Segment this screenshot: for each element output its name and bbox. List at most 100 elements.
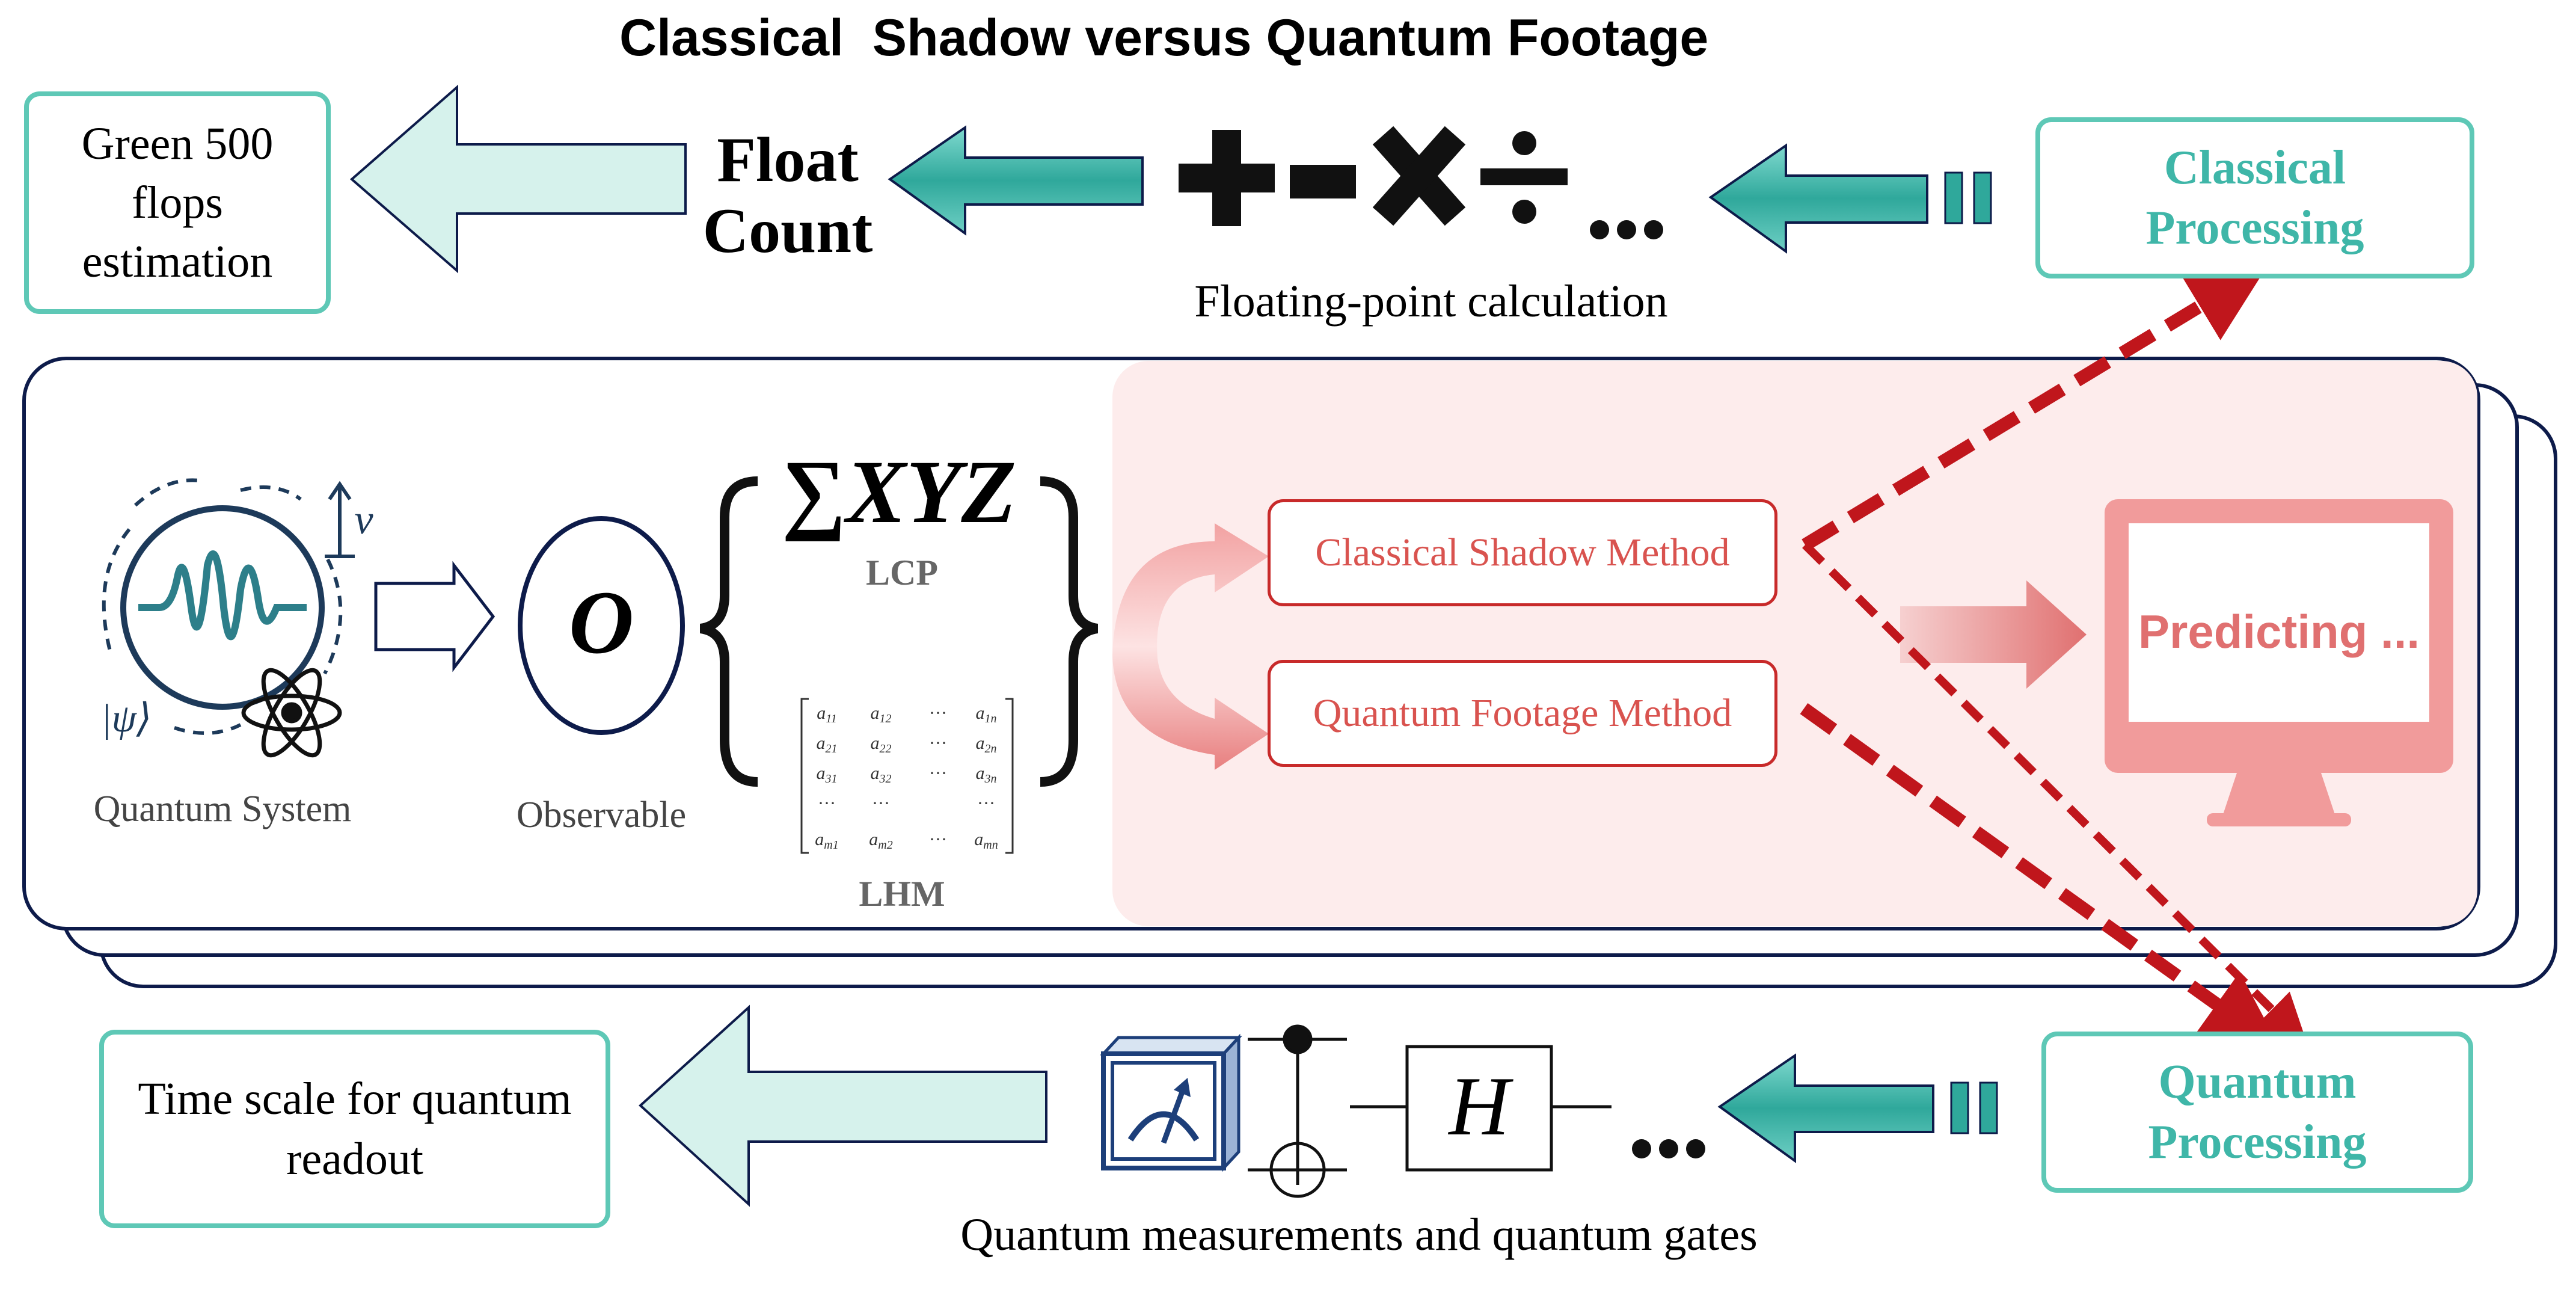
tail-bar-2 [1973, 171, 1992, 224]
matrix-cell: ··· [929, 703, 947, 723]
green500-line-2: flops [132, 177, 223, 228]
quantum-footage-method-label: Quantum Footage Method [1313, 691, 1732, 735]
time-scale-line-2: readout [286, 1134, 423, 1184]
classical-processing-box: Classical Processing [2035, 117, 2474, 278]
op-minus-label: − [1412, 120, 1415, 127]
quantum-processing-box: Quantum Processing [2041, 1032, 2473, 1193]
classical-processing-line-2: Processing [2145, 201, 2364, 254]
operator-icons [1179, 126, 1663, 239]
dashed-orbit-bottom [174, 723, 242, 735]
matrix-cell: ··· [929, 829, 947, 849]
dashed-orbit-right [323, 558, 343, 675]
green500-box: Green 500 flops estimation [24, 91, 331, 314]
classical-processing-line-1: Classical [2164, 141, 2346, 194]
ellipsis-bottom-icon [1632, 1139, 1705, 1158]
dash-footage-to-quantum [1800, 703, 2281, 1051]
dash-to-classical [1802, 265, 2268, 551]
matrix-cell: ··· [929, 733, 947, 753]
tail-bar-4 [1979, 1081, 1998, 1134]
minus-icon [1290, 165, 1356, 198]
matrix-cell: am1 [815, 829, 838, 852]
big-arrow-left-top [349, 84, 687, 274]
divide-icon [1480, 131, 1568, 224]
atom-icon [241, 668, 342, 758]
teal-arrow-top-right [1708, 143, 1928, 254]
green500-line-1: Green 500 [81, 118, 274, 169]
lcp-formula: ∑XYZ [781, 442, 1017, 542]
time-scale-box: Time scale for quantum readout [99, 1030, 610, 1228]
nu-label: ν [354, 497, 373, 543]
matrix-cell: ··· [929, 763, 947, 783]
matrix-cell: a12 [871, 703, 892, 725]
right-brace [1040, 476, 1099, 787]
dashed-orbit-left [102, 528, 131, 656]
green500-line-3: estimation [82, 236, 273, 287]
quantum-processing-line-2: Processing [2148, 1116, 2367, 1169]
matrix-cell: am2 [869, 829, 892, 852]
matrix-cell: ··· [977, 793, 995, 813]
wave-circle-icon [120, 505, 325, 710]
observable-symbol: O [568, 573, 634, 672]
dashed-orbit-top [133, 478, 205, 507]
matrix-cell: amn [974, 829, 998, 852]
hollow-arrow-right [374, 561, 495, 672]
big-arrow-left-bottom [639, 1004, 1047, 1207]
matrix-cell: a11 [817, 703, 837, 725]
quantum-system-label: Quantum System [93, 789, 352, 829]
monitor-icon [2105, 499, 2453, 826]
matrix-cell: a2n [976, 733, 997, 755]
float-count-label: Float Count [692, 123, 884, 268]
quantum-system-icon [102, 478, 355, 758]
matrix-cell: ··· [872, 793, 890, 813]
measurement-meter-icon [1100, 1033, 1242, 1172]
float-count-line-1: Float [717, 125, 859, 195]
quantum-processing-line-1: Quantum [2158, 1056, 2357, 1109]
quantum-footage-method-box: Quantum Footage Method [1268, 660, 1777, 767]
classical-shadow-method-box: Classical Shadow Method [1268, 499, 1777, 606]
teal-arrow-top-mid [888, 125, 1144, 236]
cnot-gate-icon [1248, 1024, 1347, 1198]
observable-ellipse [518, 516, 685, 735]
matrix-bracket-left [800, 698, 809, 854]
tail-bar-1 [1944, 171, 1963, 224]
pink-arrow-right [1900, 580, 2087, 689]
plus-icon [1179, 130, 1275, 226]
op-ellipsis-label: ... [1426, 120, 1431, 127]
page-title: Classical Shadow versus Quantum Footage [619, 9, 1709, 67]
op-times-label: × [1417, 120, 1420, 127]
times-icon [1372, 126, 1466, 226]
classical-shadow-method-label: Classical Shadow Method [1315, 531, 1730, 574]
ellipsis-top-icon [1590, 220, 1663, 239]
dash-classical-to-quantum [1802, 542, 2308, 1045]
matrix-cell: a32 [871, 763, 892, 786]
tail-bar-3 [1950, 1081, 1969, 1134]
wave-icon [138, 550, 307, 641]
lhm-label: LHM [859, 874, 945, 914]
curved-split-arrow [1112, 523, 1269, 770]
matrix-cell: a21 [817, 733, 838, 755]
psi-label: |ψ⟩ [100, 697, 152, 740]
matrix-cell: a22 [871, 733, 892, 755]
hadamard-label: H [1449, 1060, 1510, 1153]
matrix-cell: a31 [817, 763, 838, 786]
observable-label: Observable [516, 795, 687, 835]
floating-point-caption: Floating-point calculation [1194, 276, 1668, 327]
lhm-matrix: a11 a12 ··· a1n a21 a22 ··· a2n a31 a32 ··· a3n ··· ·… [815, 703, 998, 852]
time-scale-line-1: Time scale for quantum [138, 1074, 572, 1124]
matrix-cell: a1n [976, 703, 997, 725]
hadamard-gate-icon [1350, 1045, 1612, 1172]
op-plus-label: + [1407, 120, 1411, 127]
matrix-cell: a3n [976, 763, 997, 786]
dashed-orbit-topright [240, 485, 302, 501]
left-brace [699, 476, 758, 787]
op-divide-label: ÷ [1421, 120, 1425, 127]
float-count-line-2: Count [702, 195, 873, 266]
quantum-gates-caption: Quantum measurements and quantum gates [960, 1210, 1758, 1260]
matrix-cell: ··· [818, 793, 836, 813]
teal-arrow-bottom-right [1717, 1053, 1934, 1163]
predicting-label: Predicting ... [2138, 605, 2420, 658]
red-dashed-connectors [1800, 265, 2308, 1051]
lcp-label: LCP [866, 553, 938, 592]
matrix-bracket-right [1005, 698, 1014, 854]
